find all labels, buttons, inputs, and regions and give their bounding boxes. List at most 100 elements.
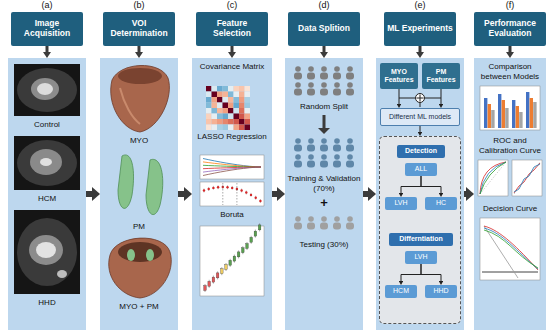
header-box: Image Acquisition [11,12,83,46]
class-box: LVH [405,251,437,264]
step-arrow [231,46,234,52]
class-box: HC [425,197,457,210]
step-arrow [509,46,512,52]
box-text: Detection [405,147,437,155]
box-text: HHD [433,287,448,295]
label-slot: Random Split [287,102,361,112]
panel-label: HHD [10,298,84,308]
step-arrow [46,46,49,52]
step-arrow [419,46,422,52]
class-box: HHD [425,285,457,298]
task-heading-box: Differntiation [389,233,453,246]
task-group: DetectionALLLVHHCDifferntiationLVHHCMHHD [379,136,461,324]
panel-label: MYO [102,136,176,146]
step-letter: (c) [196,0,268,11]
step-header: (c) Feature Selection [196,0,268,46]
class-box: ALL [405,163,437,176]
label-slot: MYO + PM [102,302,176,312]
box-text: HCM [393,287,409,295]
label-slot: MYO [102,136,176,146]
panel-label: Training & Validation (70%) [287,174,361,193]
step-header: (a) Image Acquisition [11,0,83,46]
box-text: LVH [394,199,407,207]
label-slot: Decision Curve [476,204,544,214]
step-letter: (d) [288,0,360,11]
box-text: HC [436,199,446,207]
step-header: (d) Data Splition [288,0,360,46]
header-box: Performance Evaluation [474,12,546,46]
panel-label: PM [102,222,176,232]
label-slot: + [287,195,361,211]
step-arrow [138,46,141,52]
panel-label: MYO + PM [102,302,176,312]
label-slot: Training & Validation (70%) [287,174,361,193]
panel-label: Covariance Matrix [194,62,270,72]
box-text: PM Features [424,68,458,85]
panel-label: ROC and Calibration Curve [476,136,544,155]
header-title: Feature Selection [198,19,266,39]
step-letter: (e) [384,0,456,11]
step-arrow [323,46,326,52]
header-title: Image Acquisition [13,19,81,39]
flow-arrow [178,191,184,197]
step-panel: Covariance MatrixLASSO RegressionBoruta [192,58,272,330]
header-box: VOI Determination [103,12,175,46]
header-box: Feature Selection [196,12,268,46]
model-box: Different ML models [380,108,460,126]
flow-arrow [363,191,368,197]
step-panel: MYO PM MYO + PM [100,58,178,330]
step-panel: Comparison between ModelsROC and Calibra… [474,58,546,330]
step-letter: (a) [11,0,83,11]
flow-arrow [86,191,92,197]
step-panel: ControlHCM HHD [8,58,86,330]
box-text: ALL [415,165,427,173]
header-box: Data Splition [288,12,360,46]
plus-sign: + [287,195,361,211]
panel-label: Control [10,120,84,130]
step-header: (f) Performance Evaluation [474,0,546,46]
panel-label: LASSO Regression [194,132,270,142]
step-letter: (f) [474,0,546,11]
step-header: (b) VOI Determination [103,0,175,46]
label-slot: Boruta [194,210,270,220]
feature-box: MYO Features [380,63,418,89]
label-slot: Covariance Matrix [194,62,270,72]
header-title: VOI Determination [105,19,173,39]
step-panel: MYO Features PM FeaturesDifferent ML mode… [376,58,464,330]
box-text: MYO Features [382,68,416,85]
panel-label: HCM [10,194,84,204]
box-text: LVH [414,253,427,261]
letter-slot: (b) [103,0,175,11]
box-text: Different ML models [389,113,451,121]
letter-slot: (c) [196,0,268,11]
letter-slot: (e) [384,0,456,11]
class-box: LVH [385,197,417,210]
step-header: (e) ML Experiments [384,0,456,46]
letter-slot: (d) [288,0,360,11]
header-title: ML Experiments [387,24,453,34]
label-slot: LASSO Regression [194,132,270,142]
task-heading-box: Detection [397,145,445,158]
label-slot: Comparison between Models [476,62,544,81]
panel-label: Random Split [287,102,361,112]
box-text: Differntiation [399,235,443,243]
class-box: HCM [385,285,417,298]
label-slot: Testing (30%) [287,240,361,250]
flow-arrow [464,191,466,197]
step-panel: Random SplitTraining & Validation (70%) +… [285,58,363,330]
step-letter: (b) [103,0,175,11]
panel-label: Boruta [194,210,270,220]
label-slot: Control [10,120,84,130]
panel-label: Decision Curve [476,204,544,214]
header-title: Performance Evaluation [476,19,544,39]
letter-slot: (f) [474,0,546,11]
feature-box: PM Features [422,63,460,89]
letter-slot: (a) [11,0,83,11]
label-slot: HCM [10,194,84,204]
header-box: ML Experiments [384,12,456,46]
panel-label: Testing (30%) [287,240,361,250]
label-slot: ROC and Calibration Curve [476,136,544,155]
label-slot: PM [102,222,176,232]
header-title: Data Splition [298,24,350,34]
